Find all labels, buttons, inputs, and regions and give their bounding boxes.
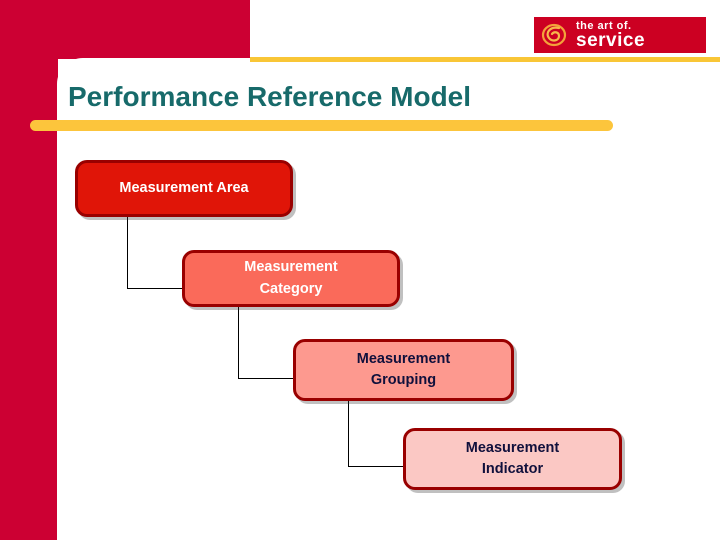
left-red-sidebar	[0, 0, 58, 540]
title-underline-bar	[30, 120, 613, 131]
brand-logo: the art of. service	[534, 17, 706, 53]
page-title: Performance Reference Model	[68, 81, 472, 112]
brand-tagline: the art of.	[576, 19, 632, 32]
brand-name: service	[576, 29, 646, 51]
top-yellow-rule	[250, 57, 720, 62]
brand-logo-text: the art of. service	[574, 19, 646, 51]
art-of-service-spiral-icon	[534, 17, 574, 53]
top-left-red-block	[0, 0, 250, 59]
